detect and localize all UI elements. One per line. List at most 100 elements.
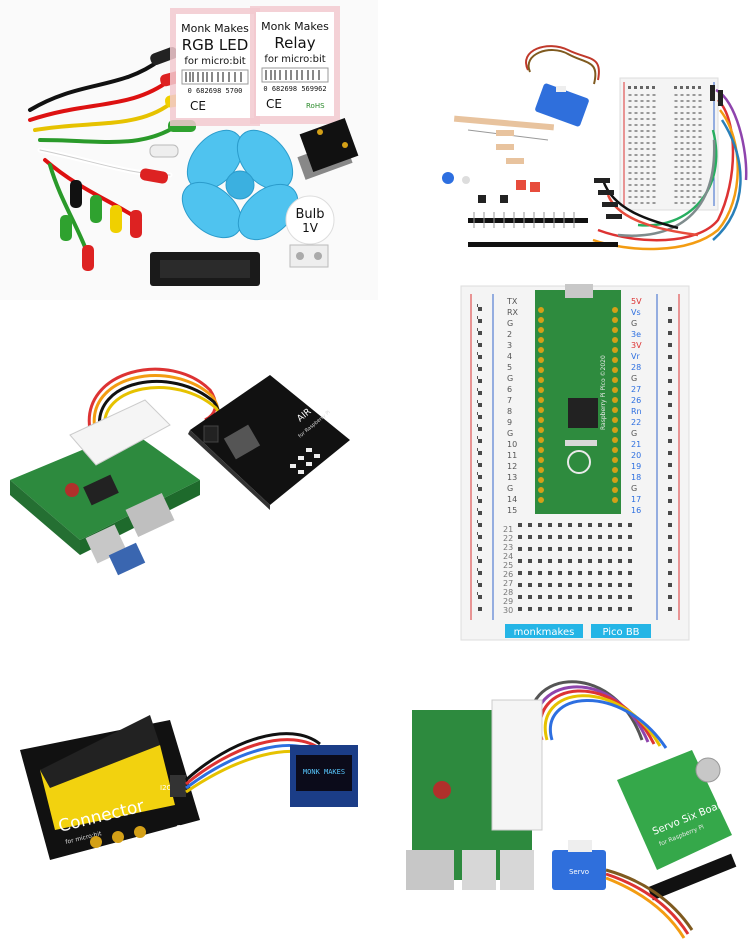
pico-left-label: 5 [507,363,512,372]
svg-text:Relay: Relay [274,34,315,52]
panel-breadboard-servo-kit [418,30,756,270]
svg-text:I2C: I2C [160,784,172,792]
pico-row-number: 23 [503,543,513,552]
svg-text:1V: 1V [302,221,319,235]
product-label: Pico BB [602,627,639,638]
svg-text:for micro:bit: for micro:bit [264,54,325,65]
svg-text:CE: CE [266,97,282,111]
svg-text:Servo: Servo [569,868,589,876]
battery-holder [150,252,260,286]
pico-right-label: 3e [631,330,641,339]
pico-row-number: 24 [503,552,513,561]
pico-right-label: Vr [631,352,640,361]
svg-text:1: 1 [115,849,119,857]
pico-right-label: G [631,429,637,438]
pico-right-label: 27 [631,385,641,394]
pico-left-label: 14 [507,495,517,504]
pico-left-label: 12 [507,462,517,471]
pico-left-label: 3 [507,341,512,350]
jumper-pins [594,85,723,219]
motor-module [297,117,359,180]
brand-label: monkmakes [514,627,575,638]
panel-servo-six-board: Servo Six Board for Raspberry Pi Servo [392,660,756,940]
pico-left-label: G [507,429,513,438]
pico-left-label: 6 [507,385,512,394]
air-quality-photo: AIR QUALITY for Raspberry Pi [0,330,360,600]
pico-right-label: 20 [631,451,641,460]
pico-left-label: G [507,484,513,493]
resistors [453,115,555,164]
pico-right-label: G [631,374,637,383]
bulb-module: Bulb 1V [285,195,335,268]
microbit-oled-photo: Connector for micro:bit 0 1 2 GND I2C MO… [0,680,378,880]
svg-text:Bulb: Bulb [295,207,324,222]
pico-left-label: 4 [507,352,512,361]
servo-motor [525,45,600,127]
svg-text:Raspberry Pi Pico ©2020: Raspberry Pi Pico ©2020 [600,355,607,430]
svg-text:Monk Makes: Monk Makes [181,22,249,35]
breadboard-kit-photo [418,30,756,270]
pico-right-label: Vs [631,308,641,317]
svg-text:CE: CE [190,99,206,113]
microbit-connector: Connector for micro:bit 0 1 2 GND I2C [20,715,200,862]
pico-right-label: G [631,484,637,493]
rgb-led-bag: Monk Makes RGB LED for micro:bit 0 68269… [170,8,260,126]
svg-text:RGB LED: RGB LED [182,36,249,54]
servo-six-board: Servo Six Board for Raspberry Pi [617,750,737,901]
pico-right-label: 21 [631,440,641,449]
pico-left-label: G [507,374,513,383]
pico-left-label: 7 [507,396,512,405]
panel-air-quality-pi: AIR QUALITY for Raspberry Pi [0,330,360,600]
raspberry-pi-board [10,399,200,576]
pico-right-label: 26 [631,396,641,405]
pico-row-number: 21 [503,525,513,534]
pico-left-label: 9 [507,418,512,427]
pico-right-label: 22 [631,418,641,427]
pico-row-number: 27 [503,579,513,588]
fan-propeller [181,129,299,241]
svg-text:0 682698 569962: 0 682698 569962 [263,85,326,93]
panel-microbit-oled: Connector for micro:bit 0 1 2 GND I2C MO… [0,680,378,880]
pico-left-label: 13 [507,473,517,482]
pico-breadboard-photo: Raspberry Pi Pico ©2020 TXRXG2345G6789G1… [455,280,695,648]
servo-motor: Servo [552,840,694,939]
relay-bag: Monk Makes Relay for micro:bit 0 682698 … [250,6,340,124]
pico-left-label: TX [506,297,518,306]
svg-text:2: 2 [137,844,141,852]
svg-text:Monk Makes: Monk Makes [261,20,329,33]
pico-left-label: RX [507,308,519,317]
pico-right-label: 18 [631,473,641,482]
raspberry-pi-board [406,699,543,890]
components [442,172,540,203]
servo-board-photo: Servo Six Board for Raspberry Pi Servo [392,660,756,940]
pico-left-label: 10 [507,440,517,449]
pico-right-label: 28 [631,363,641,372]
svg-text:GND: GND [176,824,192,832]
pico-right-label: 19 [631,462,641,471]
pico-left-label: 15 [507,506,517,515]
pico-row-number: 22 [503,534,513,543]
svg-text:0: 0 [93,854,97,862]
pico-row-number: 25 [503,561,513,570]
svg-text:for micro:bit: for micro:bit [184,56,245,67]
raspberry-pi-pico: Raspberry Pi Pico ©2020 [535,284,621,514]
pico-right-label: 5V [631,297,642,306]
header-pins [468,212,618,247]
pico-left-label: G [507,319,513,328]
jumper-wires [592,88,748,251]
svg-text:RoHS: RoHS [306,102,325,110]
pico-right-label: 16 [631,506,641,515]
pico-left-label: 11 [507,451,517,460]
pico-left-label: 2 [507,330,512,339]
pico-right-label: G [631,319,637,328]
pico-right-label: 17 [631,495,641,504]
pico-right-label: Rn [631,407,642,416]
panel-microbit-kit: Monk Makes RGB LED for micro:bit 0 68269… [0,0,378,300]
pico-row-number: 30 [503,606,513,615]
mini-breadboard [619,77,719,211]
microbit-kit-photo: Monk Makes RGB LED for micro:bit 0 68269… [0,0,378,300]
